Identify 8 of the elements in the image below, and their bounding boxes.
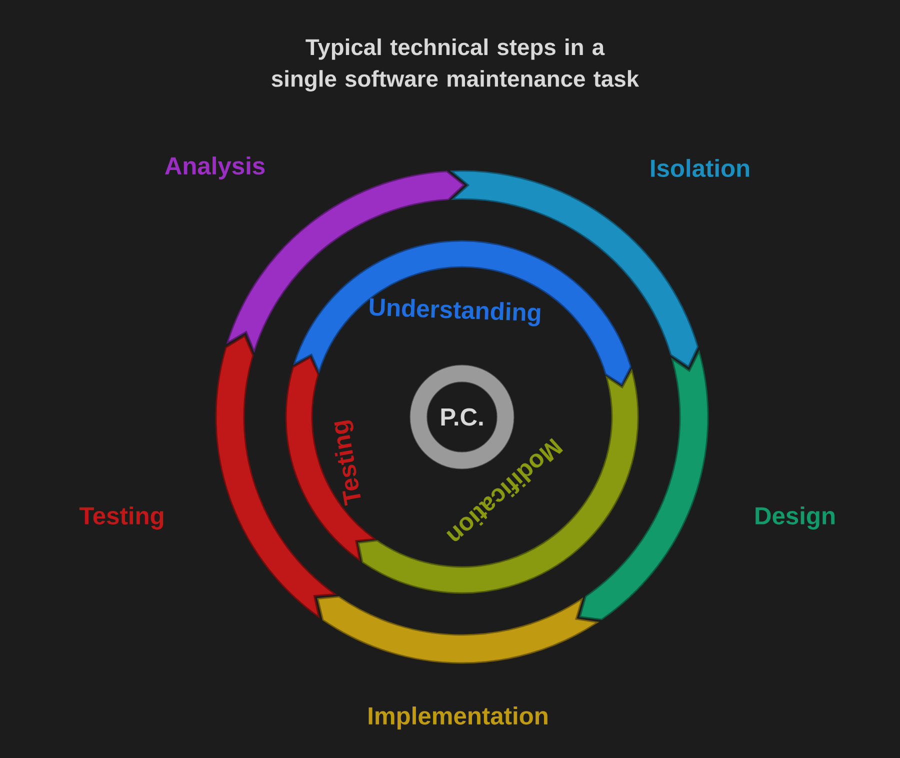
node-label: Implementation <box>368 706 548 730</box>
arc-segment: Understanding <box>294 240 632 385</box>
arc-segment: Testing <box>285 356 376 561</box>
node-label: Testing <box>79 506 164 530</box>
node-label: Isolation <box>651 158 750 178</box>
node-label: Analysis <box>165 156 265 180</box>
title: Typical technical steps in a single software maintenance task <box>272 38 640 92</box>
node-label: Design <box>756 506 834 530</box>
